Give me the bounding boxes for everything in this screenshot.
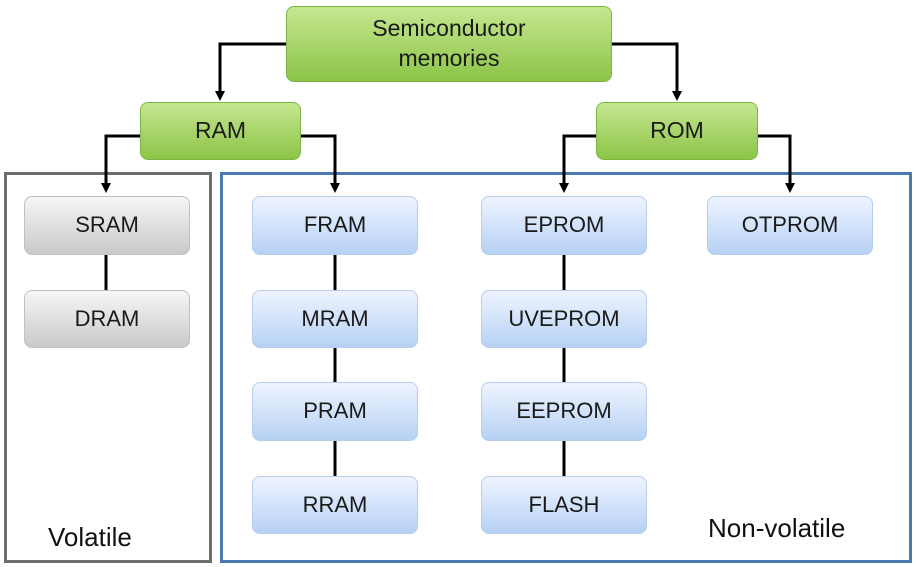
rom-to-otprom-arrow — [758, 134, 795, 193]
ram-to-fram-arrow — [301, 134, 340, 193]
volatile-label: Volatile — [48, 522, 132, 552]
rram-node: RRAM — [252, 476, 418, 534]
root-node: Semiconductor memories — [286, 6, 612, 82]
rom-to-eprom-arrow — [559, 134, 596, 193]
eprom-node: EPROM — [481, 196, 647, 255]
eeprom-node: EEPROM — [481, 382, 647, 441]
root-to-rom-arrow — [612, 42, 682, 101]
fram-node: FRAM — [252, 196, 418, 255]
pram-node: PRAM — [252, 382, 418, 441]
ram-node: RAM — [140, 102, 301, 160]
root-to-ram-arrow — [215, 42, 286, 101]
dram-node: DRAM — [24, 290, 190, 348]
rom-node: ROM — [596, 102, 758, 160]
otprom-node: OTPROM — [707, 196, 873, 255]
flash-node: FLASH — [481, 476, 647, 534]
uveprom-node: UVEPROM — [481, 290, 647, 348]
sram-node: SRAM — [24, 196, 190, 255]
mram-node: MRAM — [252, 290, 418, 348]
nonvolatile-label: Non-volatile — [708, 513, 846, 543]
root-label-line1: Semiconductor — [372, 15, 526, 42]
ram-to-sram-arrow — [101, 134, 140, 193]
root-label-line2: memories — [398, 45, 500, 71]
